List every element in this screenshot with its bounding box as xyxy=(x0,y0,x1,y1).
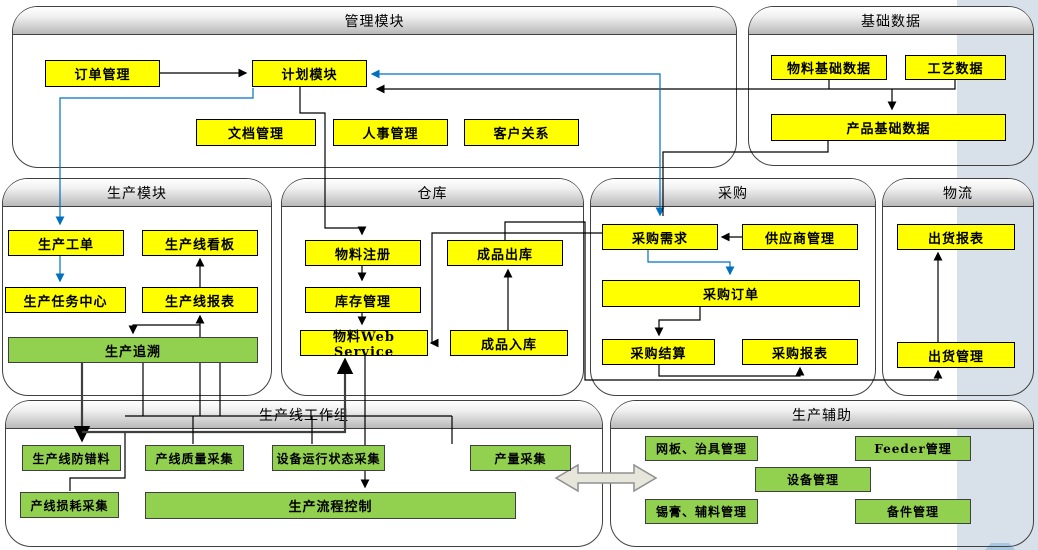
node-material-registration: 物料注册 xyxy=(305,240,421,266)
node-material-web-service: 物料Web Service xyxy=(300,330,428,360)
node-solder-paste-management: 锡膏、辅料管理 xyxy=(645,499,758,524)
node-line-loss-collect: 产线损耗采集 xyxy=(20,492,119,518)
node-hr-management: 人事管理 xyxy=(333,119,448,146)
node-line-quality-collect: 产线质量采集 xyxy=(145,445,244,471)
node-task-center: 生产任务中心 xyxy=(5,287,126,313)
node-equipment-status-collect: 设备运行状态采集 xyxy=(272,445,385,471)
node-shipment-report: 出货报表 xyxy=(897,224,1015,250)
node-line-report: 生产线报表 xyxy=(142,287,258,313)
module-support: 生产辅助 xyxy=(610,400,1034,547)
module-production-title: 生产模块 xyxy=(3,179,271,207)
node-production-trace: 生产追溯 xyxy=(8,337,258,363)
node-finished-goods-outbound: 成品出库 xyxy=(447,240,563,266)
module-management-title: 管理模块 xyxy=(13,7,736,35)
node-finished-goods-inbound: 成品入库 xyxy=(450,330,568,356)
node-line-error-proofing: 生产线防错料 xyxy=(22,445,121,471)
node-supplier-management: 供应商管理 xyxy=(742,224,858,250)
node-material-basic-data: 物料基础数据 xyxy=(771,55,887,80)
node-output-collect: 产量采集 xyxy=(470,445,571,471)
node-feeder-management: Feeder管理 xyxy=(855,436,971,461)
module-line-workgroup-title: 生产线工作组 xyxy=(6,401,602,429)
module-support-title: 生产辅助 xyxy=(611,401,1033,429)
node-equipment-management: 设备管理 xyxy=(755,467,871,492)
node-purchase-demand: 采购需求 xyxy=(602,224,718,250)
node-order-management: 订单管理 xyxy=(45,60,160,87)
module-warehouse-title: 仓库 xyxy=(282,179,583,207)
module-basic-data-title: 基础数据 xyxy=(749,7,1033,35)
node-shipment-management: 出货管理 xyxy=(897,342,1015,368)
node-line-kanban: 生产线看板 xyxy=(142,230,258,256)
node-document-management: 文档管理 xyxy=(196,119,316,146)
module-line-workgroup: 生产线工作组 xyxy=(5,400,603,547)
module-logistics-title: 物流 xyxy=(883,179,1033,207)
node-purchase-order: 采购订单 xyxy=(602,280,860,307)
node-process-control: 生产流程控制 xyxy=(145,492,516,519)
node-customer-relations: 客户关系 xyxy=(464,119,579,146)
node-process-data: 工艺数据 xyxy=(905,55,1006,80)
module-purchase-title: 采购 xyxy=(591,179,875,207)
module-logistics: 物流 xyxy=(882,178,1034,396)
module-basic-data: 基础数据 xyxy=(748,6,1034,166)
node-purchase-settlement: 采购结算 xyxy=(602,339,715,365)
node-spare-parts-management: 备件管理 xyxy=(855,499,971,524)
node-inventory-management: 库存管理 xyxy=(305,287,421,313)
node-stencil-jig-management: 网板、治具管理 xyxy=(645,436,758,461)
node-purchase-report: 采购报表 xyxy=(742,339,858,365)
node-product-basic-data: 产品基础数据 xyxy=(771,114,1006,141)
node-production-workorder: 生产工单 xyxy=(8,230,124,256)
node-plan-module: 计划模块 xyxy=(252,60,367,87)
